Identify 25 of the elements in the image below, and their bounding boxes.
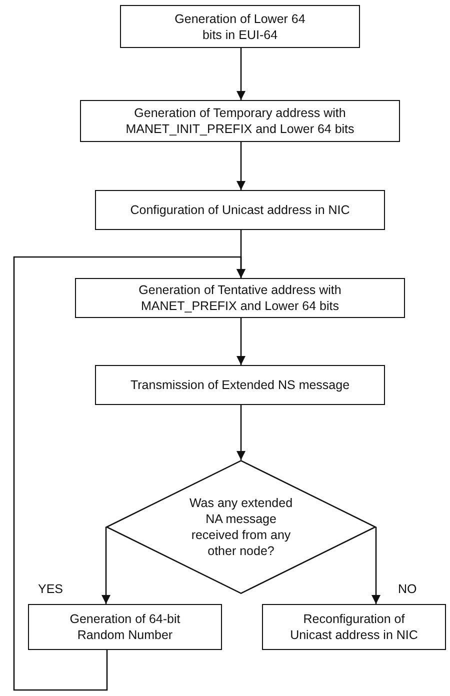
node-text: Generation of 64-bit Random Number <box>68 611 182 643</box>
node-text: Configuration of Unicast address in NIC <box>130 202 350 218</box>
process-box <box>120 5 360 48</box>
process-box <box>80 100 400 142</box>
arrow <box>372 527 380 604</box>
arrow <box>13 256 246 691</box>
arrow <box>102 527 110 604</box>
node-text: Generation of Temporary address with MANET_INIT_PREFIX and Lower 64 bits <box>124 105 356 137</box>
arrow <box>236 48 246 100</box>
process-box <box>75 278 405 318</box>
node-text: Transmission of Extended NS message <box>130 377 350 393</box>
node-text: Was any extended NA message received from any other node? <box>188 495 294 559</box>
arrow <box>236 405 246 460</box>
arrow <box>236 142 246 190</box>
process-box <box>95 190 385 230</box>
node-text: Generation of Lower 64 bits in EUI-64 <box>174 10 306 42</box>
node-text: Generation of Tentative address with MANET_PREFIX and Lower 64 bits <box>138 282 342 314</box>
node-text: Reconfiguration of Unicast address in NIC <box>289 611 419 643</box>
edge-label: YES <box>38 582 64 596</box>
process-box <box>28 604 222 650</box>
edge-label: NO <box>398 582 417 596</box>
process-box <box>95 365 385 405</box>
process-box <box>262 604 446 650</box>
decision-diamond <box>106 460 376 594</box>
arrow <box>236 318 246 365</box>
